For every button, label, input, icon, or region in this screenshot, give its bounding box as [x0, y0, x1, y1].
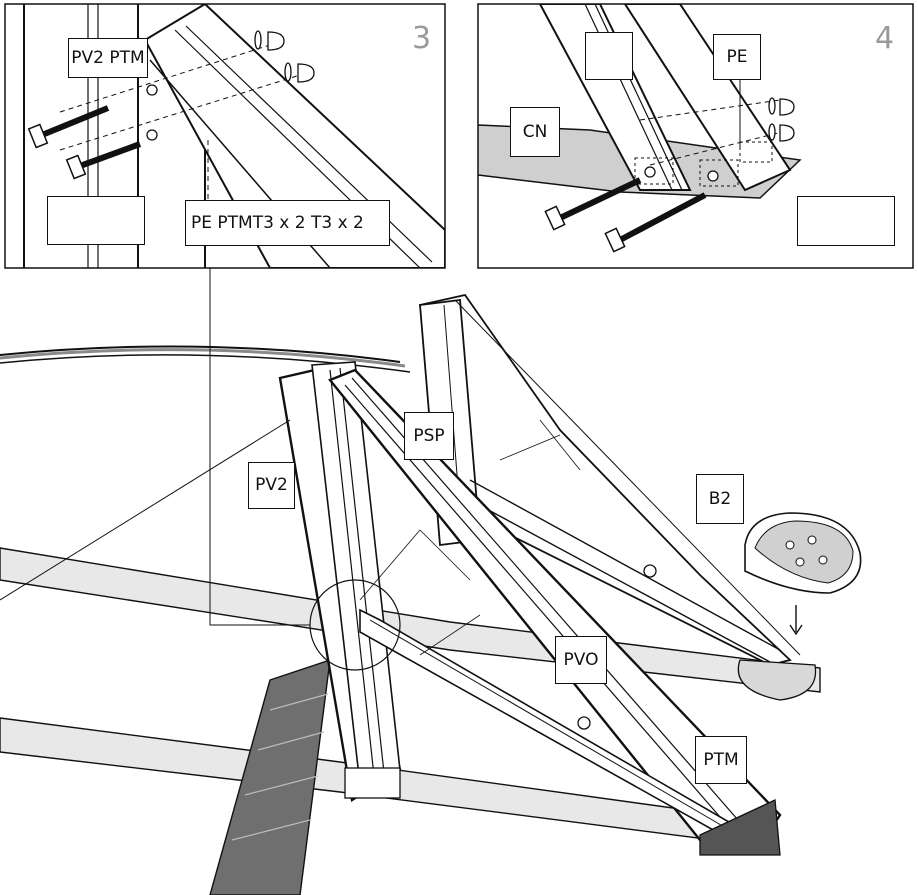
label-pvo: PVO	[555, 636, 607, 684]
step-3-number: 3	[412, 21, 431, 56]
label-blank-step4-bottom	[797, 196, 895, 246]
label-blank-step4-top	[585, 32, 633, 80]
label-ptm: PTM	[695, 736, 747, 784]
step-4-number: 4	[875, 21, 894, 56]
label-pe: PE	[713, 34, 761, 80]
main-illustration	[0, 268, 862, 895]
label-pv2-ptm: PV2 PTM	[68, 38, 148, 78]
label-b2: B2	[696, 474, 744, 524]
label-pv2: PV2	[248, 462, 295, 509]
label-blank-step3	[47, 196, 145, 245]
label-psp: PSP	[404, 412, 454, 460]
label-cn: CN	[510, 107, 560, 157]
label-pe-ptm-t3: PE PTMT3 x 2 T3 x 2	[185, 200, 390, 246]
